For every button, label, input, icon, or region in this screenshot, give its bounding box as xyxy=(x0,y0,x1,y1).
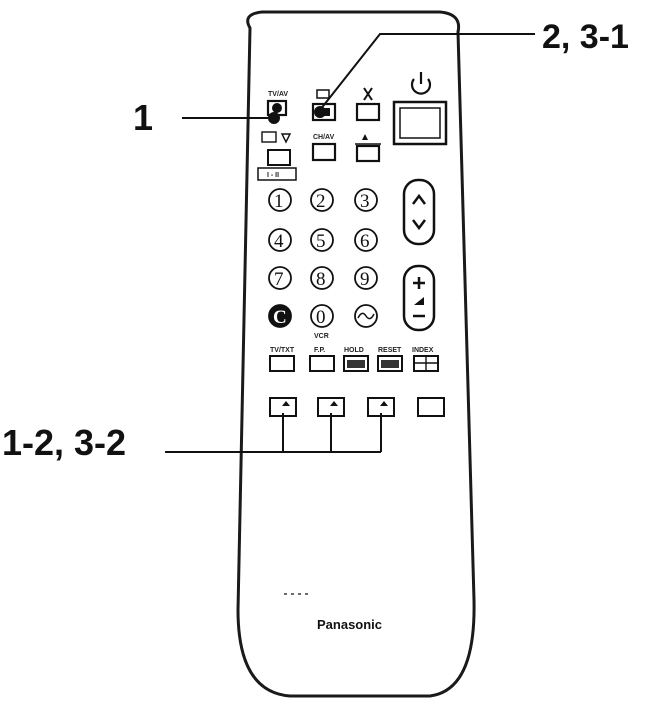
svg-text:INDEX: INDEX xyxy=(412,347,434,354)
key-0: 0 VCR xyxy=(310,304,334,340)
svg-text:TV/TXT: TV/TXT xyxy=(270,347,295,354)
svg-text:HOLD: HOLD xyxy=(344,347,364,354)
picture-button xyxy=(267,149,291,166)
numeric-keypad: 1 2 3 4 5 6 7 8 9 C 0 VCR xyxy=(268,188,378,340)
mute-button xyxy=(355,102,381,122)
svg-text:8: 8 xyxy=(316,269,326,290)
callout-1-2-3-2: 1-2, 3-2 xyxy=(2,422,127,463)
fastext-buttons xyxy=(269,397,445,417)
svg-text:2: 2 xyxy=(316,191,326,212)
key-6: 6 xyxy=(354,228,378,252)
sound-button xyxy=(355,144,381,163)
volume-rocker xyxy=(402,264,436,332)
svg-text:0: 0 xyxy=(316,307,326,328)
key-toggle xyxy=(354,304,378,328)
remote-body xyxy=(236,10,476,698)
tv-txt-button xyxy=(269,355,295,372)
channel-rocker xyxy=(402,178,436,246)
callout-2-3-1: 2, 3-1 xyxy=(542,18,629,56)
brand-logo: Panasonic xyxy=(317,617,382,632)
teletext-icon xyxy=(316,89,330,99)
key-3: 3 xyxy=(354,188,378,212)
fastext-blue xyxy=(417,397,445,417)
function-row: TV/TXT F.P. HOLD RESET INDEX xyxy=(269,347,439,372)
key-8: 8 xyxy=(310,266,334,290)
power-button xyxy=(392,100,448,146)
key-9: 9 xyxy=(354,266,378,290)
svg-text:CH/AV: CH/AV xyxy=(313,134,335,141)
svg-text:1: 1 xyxy=(274,191,284,212)
svg-text:RESET: RESET xyxy=(378,347,402,354)
key-1: 1 xyxy=(268,188,292,212)
svg-text:I - II: I - II xyxy=(267,172,279,179)
leader-lines xyxy=(165,33,535,453)
svg-text:TV/AV: TV/AV xyxy=(268,91,288,98)
svg-text:4: 4 xyxy=(274,231,284,252)
svg-text:6: 6 xyxy=(360,231,370,252)
svg-text:3: 3 xyxy=(360,191,370,212)
power-icon xyxy=(410,72,432,95)
ch-av-button xyxy=(311,142,337,162)
svg-text:F.P.: F.P. xyxy=(314,347,325,354)
svg-text:5: 5 xyxy=(316,231,326,252)
hold-button xyxy=(343,355,369,372)
callout-1: 1 xyxy=(133,97,154,138)
svg-text:9: 9 xyxy=(360,269,370,290)
key-7: 7 xyxy=(268,266,292,290)
svg-text:7: 7 xyxy=(274,269,284,290)
key-2: 2 xyxy=(310,188,334,212)
reset-button xyxy=(377,355,403,372)
key-5: 5 xyxy=(310,228,334,252)
svg-text:C: C xyxy=(273,307,287,328)
key-c: C xyxy=(268,304,292,328)
fp-button xyxy=(309,355,335,372)
mute-icon xyxy=(363,87,373,101)
svg-text:VCR: VCR xyxy=(314,333,329,340)
key-4: 4 xyxy=(268,228,292,252)
